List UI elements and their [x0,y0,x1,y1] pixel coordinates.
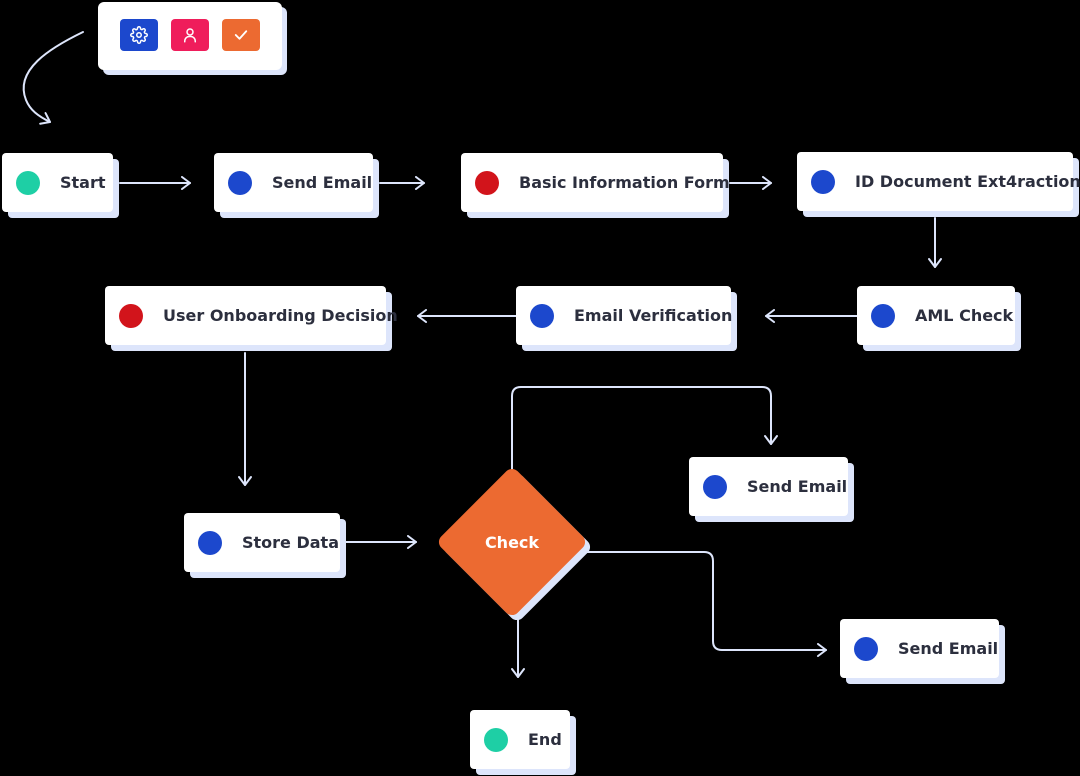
node-label: AML Check [915,306,1014,325]
node-start[interactable]: Start [2,153,113,212]
node-id-document-extraction[interactable]: ID Document Ext4raction [797,152,1080,211]
status-dot [484,727,508,752]
gear-icon [130,26,148,44]
status-dot [119,303,143,328]
arrow-check-to-send-email-bottom [581,551,827,657]
decision-label: Check [484,532,540,552]
node-label: Start [60,173,106,192]
check-icon [234,30,248,40]
node-send-email-3[interactable]: Send Email [840,619,999,678]
status-dot [854,636,878,661]
node-label: ID Document Ext4raction [855,172,1080,191]
node-basic-information-form[interactable]: Basic Information Form [461,153,730,212]
node-label: Send Email [898,639,999,658]
user-icon [184,28,196,43]
status-dot [198,530,222,555]
status-dot [228,170,252,195]
status-dot [530,303,554,328]
approve-button[interactable] [222,19,260,51]
node-aml-check[interactable]: AML Check [857,286,1015,345]
status-dot [16,170,40,195]
node-label: End [528,730,562,749]
node-user-onboarding-decision[interactable]: User Onboarding Decision [105,286,398,345]
status-dot [871,303,895,328]
node-store-data[interactable]: Store Data [184,513,340,572]
node-send-email-2[interactable]: Send Email [689,457,848,516]
status-dot [703,474,727,499]
settings-button[interactable] [120,19,158,51]
arrow-check-to-send-email-top [511,386,778,479]
node-label: Send Email [747,477,848,496]
node-toolbar [98,2,282,70]
node-end[interactable]: End [470,710,570,769]
status-dot [811,169,835,194]
node-label: Email Verification [574,306,733,325]
node-send-email-1[interactable]: Send Email [214,153,373,212]
node-label: Store Data [242,533,339,552]
user-button[interactable] [171,19,209,51]
curved-intro-arrow [22,31,84,125]
node-label: User Onboarding Decision [163,306,398,325]
node-label: Basic Information Form [519,173,730,192]
node-email-verification[interactable]: Email Verification [516,286,733,345]
node-label: Send Email [272,173,373,192]
status-dot [475,170,499,195]
